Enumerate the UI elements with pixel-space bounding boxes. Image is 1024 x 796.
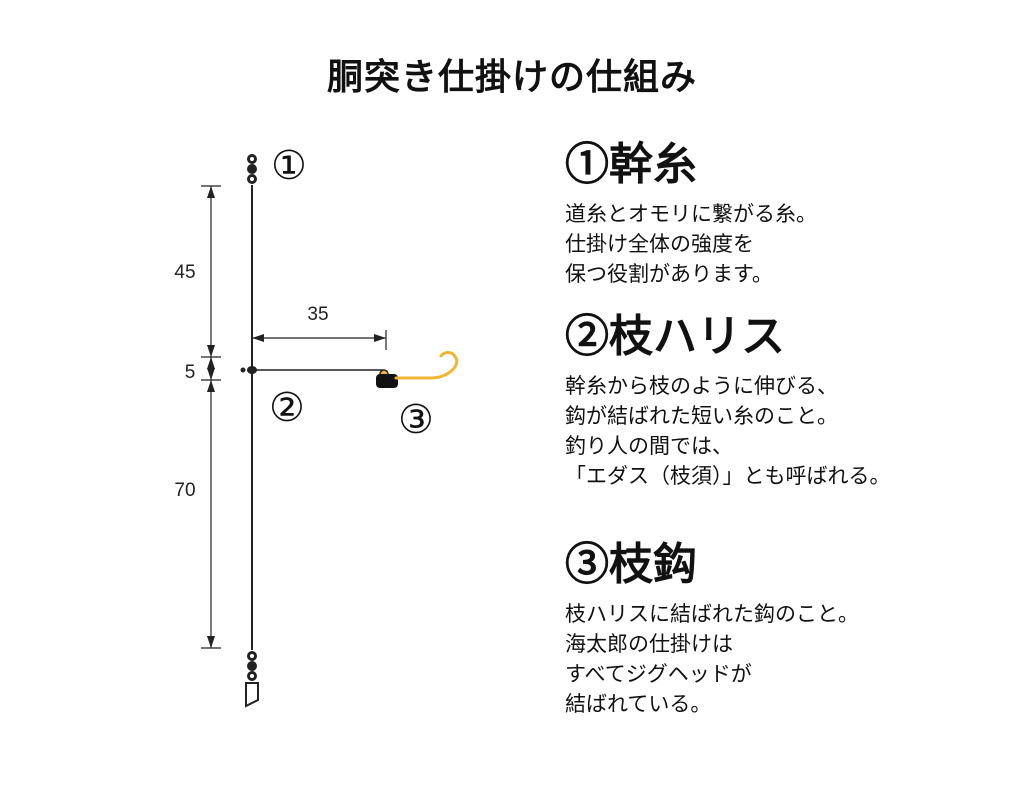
vertical-dimension [201,185,221,649]
section-heading: ②枝ハリス [565,311,785,362]
section-line: 海太郎の仕掛けは [565,632,733,657]
marker-branch-line: ② [269,385,305,431]
section-heading: ①幹糸 [565,139,697,190]
dimension-label-branch: 35 [307,304,328,325]
bottom-swivel [247,651,257,681]
top-swivel [247,154,257,184]
section-line: 釣り人の間では、 [565,434,733,459]
section-line: すべてジグヘッドが [565,662,752,687]
dimension-label-gap: 5 [185,362,196,383]
hook [394,351,459,380]
section-line: 幹糸から枝のように伸びる、 [565,374,838,399]
section-line: 「エダス（枝須）」とも呼ばれる。 [565,464,891,489]
section-line: 仕掛け全体の強度を [565,232,754,257]
section-body: 枝ハリスに結ばれた鈎のこと。 海太郎の仕掛けは すべてジグヘッドが 結ばれている… [565,599,1005,719]
marker-branch-hook: ③ [398,397,434,443]
section-branch-line: ②枝ハリス 幹糸から枝のように伸びる、 鈎が結ばれた短い糸のこと。 釣り人の間で… [565,311,1005,491]
section-line: 道糸とオモリに繋がる糸。 [565,202,817,227]
marker-main-line: ① [271,143,307,189]
section-heading: ③枝鈎 [565,539,697,590]
section-main-line: ①幹糸 道糸とオモリに繋がる糸。 仕掛け全体の強度を 保つ役割があります。 [565,139,1005,289]
section-line: 枝ハリスに結ばれた鈎のこと。 [565,602,859,627]
section-line: 鈎が結ばれた短い糸のこと。 [565,404,838,429]
dimension-label-top: 45 [174,262,195,283]
section-line: 結ばれている。 [565,692,712,717]
sinker-weight [245,682,259,708]
section-body: 幹糸から枝のように伸びる、 鈎が結ばれた短い糸のこと。 釣り人の間では、 「エダ… [565,371,1005,491]
branch-knot [240,366,257,374]
section-branch-hook: ③枝鈎 枝ハリスに結ばれた鈎のこと。 海太郎の仕掛けは すべてジグヘッドが 結ば… [565,539,1005,719]
section-line: 保つ役割があります。 [565,262,773,287]
dimension-label-bottom: 70 [174,480,195,501]
jig-head [376,369,398,388]
horizontal-dimension [252,330,387,350]
section-body: 道糸とオモリに繋がる糸。 仕掛け全体の強度を 保つ役割があります。 [565,199,1005,289]
page-title: 胴突き仕掛けの仕組み [326,57,697,98]
